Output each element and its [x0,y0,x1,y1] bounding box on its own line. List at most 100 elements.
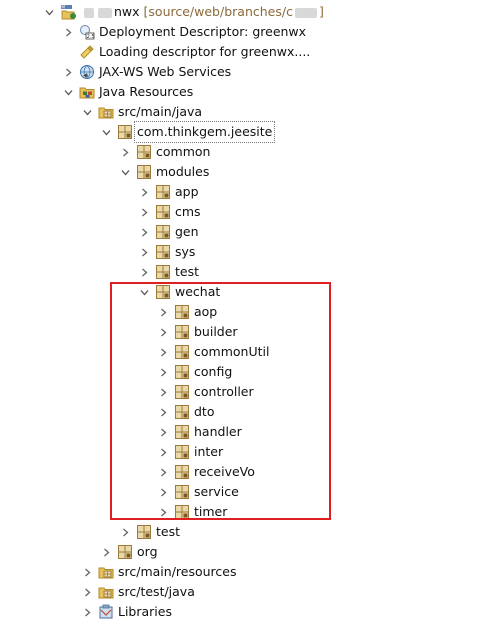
tree-row[interactable]: wechat [0,282,498,302]
tree-item-text: gen [175,224,199,239]
collapse-chevron-icon[interactable] [62,82,74,102]
tree-item-text: Deployment Descriptor: greenwx [99,24,307,39]
tree-row[interactable]: service [0,482,498,502]
tree-row[interactable]: src/test/java [0,582,498,602]
tree-item-text: Loading descriptor for greenwx.... [99,44,311,59]
package-icon [155,184,171,200]
expand-chevron-icon[interactable] [81,562,93,582]
expand-chevron-icon[interactable] [157,402,169,422]
tree-item-label: config [194,362,232,382]
expand-chevron-icon[interactable] [138,242,150,262]
tree-row[interactable]: Libraries [0,602,498,622]
expand-chevron-icon[interactable] [157,502,169,522]
expand-chevron-icon[interactable] [157,362,169,382]
expand-chevron-icon[interactable] [138,262,150,282]
package-icon [174,444,190,460]
loading-icon [79,44,95,60]
tree-item-text: commonUtil [194,344,270,359]
tree-row[interactable]: controller [0,382,498,402]
tree-item-text: common [156,144,211,159]
tree-item-label: modules [156,162,209,182]
tree-item-label: Libraries [118,602,172,622]
tree-row[interactable]: JAX-WS Web Services [0,62,498,82]
package-icon [174,464,190,480]
expand-chevron-icon[interactable] [81,602,93,622]
tree-row[interactable]: gen [0,222,498,242]
expand-chevron-icon[interactable] [138,182,150,202]
package-icon [174,404,190,420]
tree-row[interactable]: sys [0,242,498,262]
web-project-icon: M [60,4,78,20]
tree-row[interactable]: org [0,542,498,562]
source-folder-icon [98,564,114,580]
tree-row[interactable]: receiveVo [0,462,498,482]
svg-text:M: M [62,5,66,10]
tree-row[interactable]: Java Resources [0,82,498,102]
package-icon [174,304,190,320]
tree-row[interactable]: src/main/java [0,102,498,122]
collapse-chevron-icon[interactable] [100,122,112,142]
expand-chevron-icon[interactable] [157,462,169,482]
tree-row[interactable]: com.thinkgem.jeesite [0,121,498,143]
expand-chevron-icon[interactable] [119,142,131,162]
tree-item-label: test [156,522,180,542]
expand-chevron-icon[interactable] [157,342,169,362]
tree-row[interactable]: dto [0,402,498,422]
tree-row[interactable]: timer [0,502,498,522]
repository-path-end: ] [318,4,324,19]
tree-item-text: inter [194,444,224,459]
tree-row[interactable]: cms [0,202,498,222]
tree-item-label: test [175,262,199,282]
tree-item-label: com.thinkgem.jeesite [134,121,276,143]
collapse-chevron-icon[interactable] [43,2,55,22]
tree-item-label: Loading descriptor for greenwx.... [99,42,310,62]
expand-chevron-icon[interactable] [157,442,169,462]
expand-chevron-icon[interactable] [157,322,169,342]
tree-row[interactable]: test [0,262,498,282]
collapse-chevron-icon[interactable] [138,282,150,302]
expand-chevron-icon[interactable] [157,422,169,442]
tree-row[interactable]: common [0,142,498,162]
package-icon [174,424,190,440]
tree-item-text: dto [194,404,215,419]
package-icon [155,284,171,300]
tree-row[interactable]: test [0,522,498,542]
web-services-icon [79,64,95,80]
tree-row[interactable]: config [0,362,498,382]
tree-row[interactable]: src/main/resources [0,562,498,582]
tree-item-label: wechat [175,282,220,302]
tree-item-text: handler [194,424,242,439]
expand-chevron-icon[interactable] [157,382,169,402]
tree-item-text: builder [194,324,238,339]
expand-chevron-icon[interactable] [62,62,74,82]
expand-chevron-icon[interactable] [81,582,93,602]
tree-row[interactable]: commonUtil [0,342,498,362]
tree-row[interactable]: app [0,182,498,202]
expand-chevron-icon[interactable] [138,222,150,242]
tree-item-label: commonUtil [194,342,269,362]
tree-row[interactable]: inter [0,442,498,462]
expand-chevron-icon[interactable] [157,302,169,322]
tree-row[interactable]: builder [0,322,498,342]
expand-chevron-icon[interactable] [138,202,150,222]
tree-item-label: org [137,542,158,562]
tree-item-text: modules [156,164,210,179]
expand-chevron-icon[interactable] [62,22,74,42]
tree-row[interactable]: modules [0,162,498,182]
package-icon [117,124,133,140]
tree-item-label: gen [175,222,199,242]
expand-chevron-icon[interactable] [119,522,131,542]
tree-item-label: inter [194,442,223,462]
tree-row[interactable]: Loading descriptor for greenwx.... [0,42,498,62]
tree-item-label: src/main/resources [118,562,236,582]
tree-item-text: service [194,484,239,499]
collapse-chevron-icon[interactable] [119,162,131,182]
expand-chevron-icon[interactable] [157,482,169,502]
tree-row[interactable]: handler [0,422,498,442]
collapse-chevron-icon[interactable] [81,102,93,122]
expand-chevron-icon[interactable] [100,542,112,562]
tree-row[interactable]: aop [0,302,498,322]
